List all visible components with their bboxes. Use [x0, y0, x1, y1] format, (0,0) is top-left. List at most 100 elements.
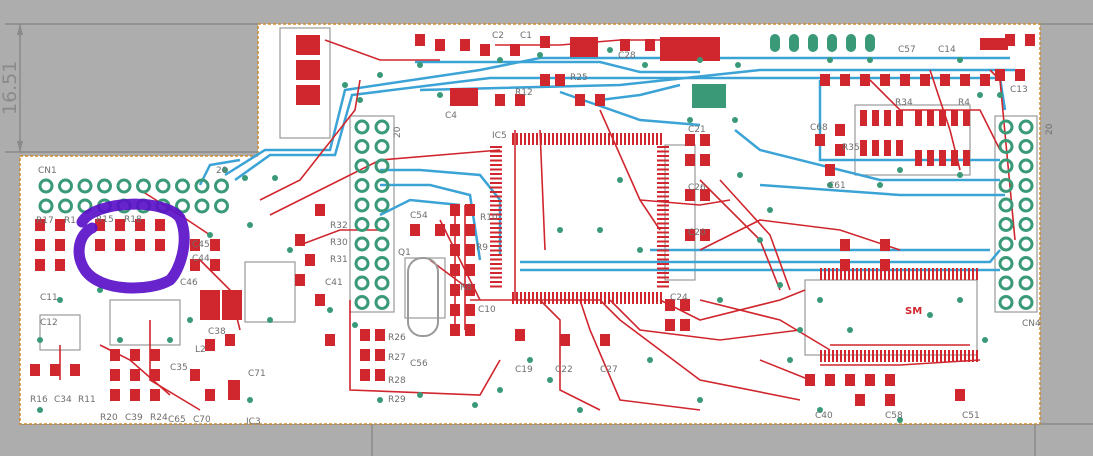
ic-pin-pad[interactable]: [896, 140, 903, 156]
smd-pad[interactable]: [575, 94, 585, 106]
smd-pad[interactable]: [50, 364, 60, 376]
ic-pin-pad[interactable]: [963, 150, 970, 166]
smd-pad[interactable]: [70, 364, 80, 376]
ic-pin-pad[interactable]: [820, 350, 822, 362]
header-pin[interactable]: [58, 198, 73, 214]
smd-pad[interactable]: [225, 334, 235, 346]
ic-pin-pad[interactable]: [490, 159, 502, 162]
smd-pad[interactable]: [375, 349, 385, 361]
ic-pin-pad[interactable]: [657, 258, 669, 261]
ic-pin-pad[interactable]: [916, 350, 918, 362]
ic-pin-pad[interactable]: [568, 133, 570, 145]
header-pin[interactable]: [354, 119, 370, 135]
ic-pin-pad[interactable]: [892, 268, 894, 280]
ic-pin-pad[interactable]: [844, 268, 846, 280]
ic-pin-pad[interactable]: [512, 292, 514, 304]
header-pin[interactable]: [116, 178, 132, 194]
header-pin[interactable]: [1018, 139, 1034, 154]
ic-pin-pad[interactable]: [616, 133, 618, 145]
smd-pad[interactable]: [825, 374, 835, 386]
ic-pin-pad[interactable]: [657, 204, 669, 207]
ic-pin-pad[interactable]: [490, 258, 502, 261]
smd-pad[interactable]: [305, 254, 315, 266]
ic-pin-pad[interactable]: [868, 268, 870, 280]
large-pad[interactable]: [296, 60, 320, 80]
ic-pin-pad[interactable]: [840, 350, 842, 362]
ic-pin-pad[interactable]: [596, 292, 598, 304]
ic-pin-pad[interactable]: [960, 350, 962, 362]
header-pin[interactable]: [1018, 236, 1034, 252]
ic-pin-pad[interactable]: [832, 350, 834, 362]
ic-pin-pad[interactable]: [490, 186, 502, 189]
ic-pin-pad[interactable]: [657, 249, 669, 252]
smd-pad[interactable]: [595, 94, 605, 106]
header-pin[interactable]: [374, 275, 390, 291]
ic-pin-pad[interactable]: [960, 268, 962, 280]
smd-pad[interactable]: [700, 229, 710, 241]
ic-pin-pad[interactable]: [490, 168, 502, 171]
ic-pin-pad[interactable]: [888, 268, 890, 280]
ic-pin-pad[interactable]: [490, 218, 502, 220]
ic-pin-pad[interactable]: [884, 140, 891, 156]
ic-pin-pad[interactable]: [824, 268, 826, 280]
smd-pad[interactable]: [450, 244, 460, 256]
smd-pad[interactable]: [55, 239, 65, 251]
ic-pin-pad[interactable]: [588, 292, 590, 304]
ic-pin-pad[interactable]: [951, 150, 958, 166]
header-pin[interactable]: [194, 198, 210, 214]
header-pin[interactable]: [97, 178, 112, 194]
ic-pin-pad[interactable]: [512, 133, 514, 145]
ic-pin-pad[interactable]: [876, 268, 878, 280]
smd-pad[interactable]: [110, 389, 120, 401]
smd-pad[interactable]: [510, 44, 520, 56]
connector-pad[interactable]: [865, 34, 875, 52]
smd-pad[interactable]: [880, 259, 890, 271]
header-pin[interactable]: [998, 139, 1014, 154]
smd-pad[interactable]: [415, 34, 425, 46]
ic-pin-pad[interactable]: [636, 292, 638, 304]
ic-pin-pad[interactable]: [924, 350, 926, 362]
ic-pin-pad[interactable]: [568, 292, 570, 304]
ic-pin-pad[interactable]: [588, 133, 590, 145]
smd-pad[interactable]: [465, 324, 475, 336]
ic-pin-pad[interactable]: [948, 268, 950, 280]
ic-pin-pad[interactable]: [956, 268, 958, 280]
smd-pad[interactable]: [35, 219, 45, 231]
ic-pin-pad[interactable]: [490, 200, 502, 202]
ic-pin-pad[interactable]: [490, 204, 502, 207]
header-pin[interactable]: [374, 295, 390, 310]
smd-pad[interactable]: [515, 329, 525, 341]
smd-pad[interactable]: [315, 204, 325, 216]
ic-pin-pad[interactable]: [848, 350, 850, 362]
header-pin[interactable]: [998, 275, 1014, 291]
header-pin[interactable]: [214, 178, 229, 194]
ic-pin-pad[interactable]: [528, 133, 530, 145]
ic-pin-pad[interactable]: [632, 292, 634, 304]
ic-pin-pad[interactable]: [490, 177, 502, 180]
smd-pad[interactable]: [190, 259, 200, 271]
ic-pin-pad[interactable]: [490, 281, 502, 283]
ic-pin-pad[interactable]: [657, 209, 669, 211]
ic-pin-pad[interactable]: [572, 133, 574, 145]
ic-pin-pad[interactable]: [516, 292, 518, 304]
ic-pin-pad[interactable]: [657, 222, 669, 225]
ic-pin-pad[interactable]: [880, 268, 882, 280]
ic-pin-pad[interactable]: [548, 292, 550, 304]
ic-pin-pad[interactable]: [612, 292, 614, 304]
header-pin[interactable]: [77, 178, 93, 194]
ic-pin-pad[interactable]: [560, 292, 562, 304]
ic-pin-pad[interactable]: [580, 292, 582, 304]
header-pin[interactable]: [374, 139, 390, 154]
smd-pad[interactable]: [665, 319, 675, 331]
smd-pad[interactable]: [30, 364, 40, 376]
ic-pin-pad[interactable]: [940, 350, 942, 362]
ic-pin-pad[interactable]: [490, 254, 502, 256]
ic-pin-pad[interactable]: [548, 133, 550, 145]
ic-pin-pad[interactable]: [608, 292, 610, 304]
header-pin[interactable]: [1018, 295, 1034, 310]
ic-pin-pad[interactable]: [490, 195, 502, 198]
header-pin[interactable]: [1018, 217, 1034, 232]
ic-pin-pad[interactable]: [657, 281, 669, 283]
ic-pin-pad[interactable]: [640, 133, 642, 145]
ic-pin-pad[interactable]: [976, 268, 978, 280]
